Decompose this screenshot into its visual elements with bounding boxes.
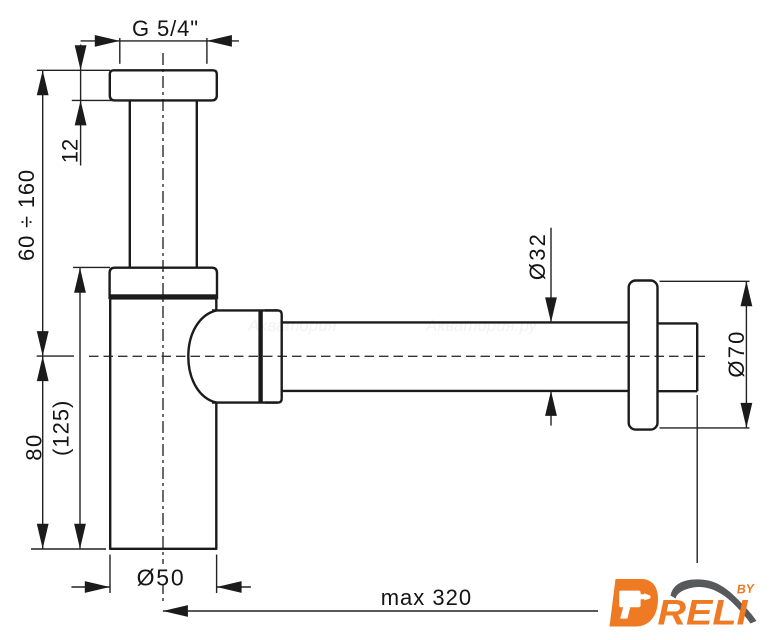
svg-text:12: 12 bbox=[58, 139, 83, 163]
svg-text:Акватория.ру: Акватория.ру bbox=[425, 316, 538, 335]
svg-text:G 5/4": G 5/4" bbox=[132, 16, 199, 41]
svg-text:RELI: RELI bbox=[658, 593, 749, 633]
svg-text:Акватория: Акватория bbox=[247, 316, 337, 335]
svg-text:Ø70: Ø70 bbox=[724, 329, 749, 377]
svg-text:Ø32: Ø32 bbox=[525, 232, 550, 280]
svg-text:BY: BY bbox=[736, 582, 756, 597]
svg-text:80: 80 bbox=[21, 433, 46, 460]
svg-text:max 320: max 320 bbox=[381, 585, 472, 610]
svg-text:60 ÷ 160: 60 ÷ 160 bbox=[14, 169, 39, 261]
svg-text:(125): (125) bbox=[48, 400, 73, 456]
svg-text:Ø50: Ø50 bbox=[137, 564, 186, 590]
